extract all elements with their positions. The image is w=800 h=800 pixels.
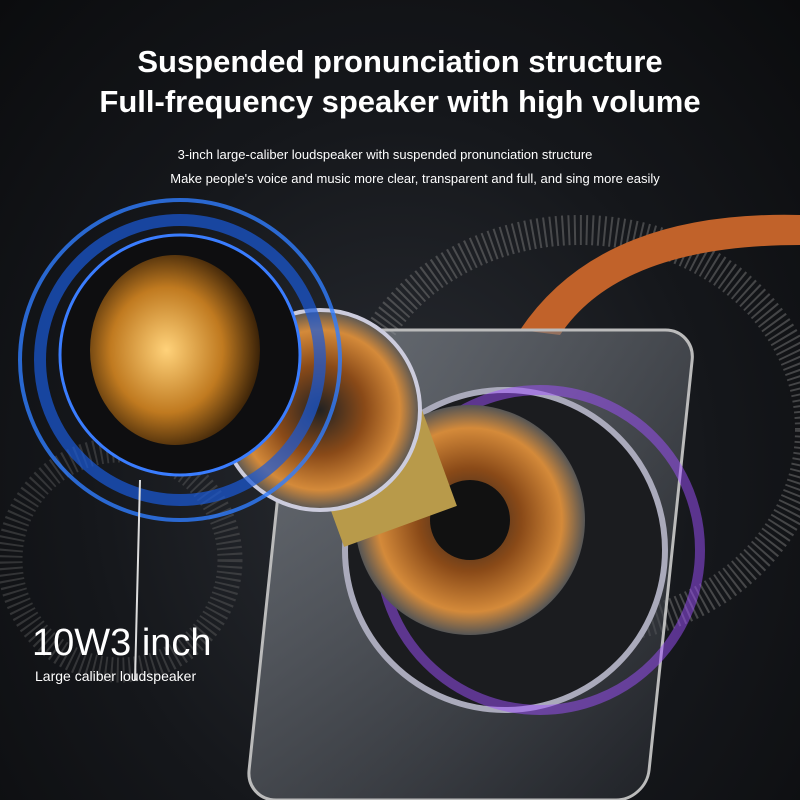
headline-line2: Full-frequency speaker with high volume — [99, 84, 701, 119]
headline-line1: Suspended pronunciation structure — [137, 44, 663, 79]
callout-line — [134, 479, 141, 681]
strap — [520, 214, 800, 335]
subtext-line1: 3-inch large-caliber loudspeaker with su… — [177, 147, 593, 162]
woofer-cone — [90, 255, 260, 445]
blue-ring — [34, 214, 326, 506]
spec-label: Large caliber loudspeaker — [35, 668, 197, 684]
spec-value: 10W3 inch — [32, 622, 212, 664]
blue-ring-outer — [18, 198, 342, 522]
subtext-line2: Make people's voice and music more clear… — [170, 171, 660, 186]
